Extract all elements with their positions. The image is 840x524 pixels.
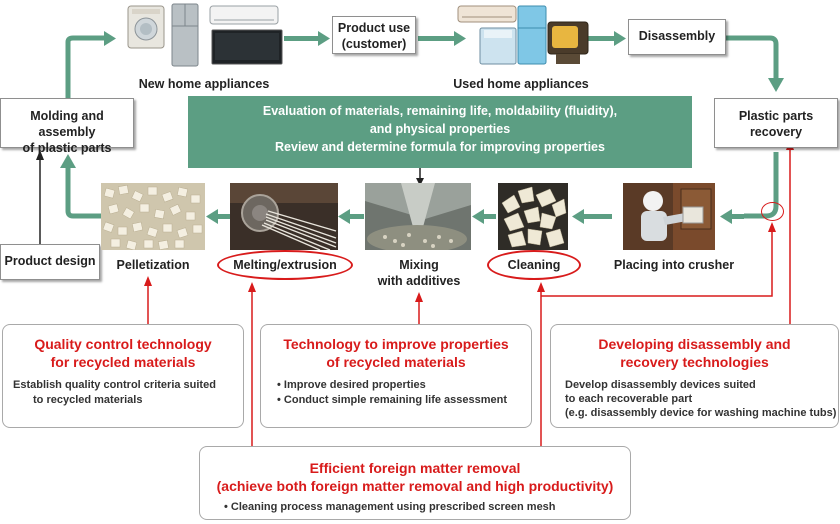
crusher-label: Placing into crusher: [613, 258, 735, 272]
arrow-design-to-molding: [36, 150, 44, 160]
banner-line1: Evaluation of materials, remaining life,…: [262, 104, 618, 118]
mixing-label-line1: Mixing: [399, 258, 439, 272]
quality-title-line1: Quality control technology: [34, 336, 212, 352]
foreign-matter-panel: Efficient foreign matter removal (achiev…: [199, 446, 631, 520]
cleaning-label: Cleaning: [507, 258, 561, 272]
arrow-to-disassembly: [614, 31, 626, 46]
product-use-line2: (customer): [341, 37, 407, 51]
product-use-line1: Product use: [337, 21, 411, 35]
disassembly-tech-title-line2: recovery technologies: [620, 354, 769, 370]
arrow-banner-to-mixing: [416, 178, 424, 186]
disassembly-tech-panel: Developing disassembly and recovery tech…: [550, 324, 839, 428]
red-arrow-mixing: [415, 292, 423, 302]
mixing-photo: [365, 183, 471, 250]
arrow-to-pellet: [206, 209, 218, 224]
arrow-to-used: [454, 31, 466, 46]
product-use-box[interactable]: Product use (customer): [332, 16, 416, 54]
red-lines: [144, 140, 794, 446]
quality-body-line2: to recycled materials: [33, 394, 143, 406]
arrow-to-molding: [60, 154, 76, 168]
red-arrow-pelletization: [144, 276, 152, 286]
used-appliances-illustration: [452, 2, 592, 68]
red-arrow-crusher-input: [768, 222, 776, 232]
arrow-to-melting: [338, 209, 350, 224]
recovery-line2: recovery: [749, 125, 803, 139]
crusher-input-highlight: [761, 202, 784, 221]
properties-title-line2: of recycled materials: [326, 354, 466, 370]
melting-label: Melting/extrusion: [233, 258, 337, 272]
properties-bullet-2: • Conduct simple remaining life assessme…: [277, 394, 508, 406]
product-design-label: Product design: [4, 254, 96, 268]
foreign-bullet-1: • Cleaning process management using pres…: [224, 501, 556, 513]
new-appliances-illustration: [124, 2, 284, 68]
arrow-to-new: [104, 31, 116, 46]
black-arrows: [36, 150, 424, 244]
cleaning-photo: [498, 183, 568, 250]
new-appliances-label: New home appliances: [138, 77, 270, 91]
product-design-box[interactable]: Product design: [0, 244, 100, 280]
arrow-to-recovery: [768, 78, 784, 92]
banner-line3: Review and determine formula for improvi…: [275, 140, 605, 154]
red-arrow-cleaning: [537, 282, 545, 292]
disassembly-tech-title-line1: Developing disassembly and: [598, 336, 791, 352]
recovery-box[interactable]: Plastic parts recovery: [714, 98, 838, 148]
arrow-to-cleaning: [572, 209, 584, 224]
crusher-photo: [623, 183, 715, 250]
red-arrow-melting: [248, 282, 256, 292]
arrow-to-crusher: [720, 209, 732, 224]
disassembly-box[interactable]: Disassembly: [628, 19, 726, 55]
disassembly-label: Disassembly: [638, 29, 716, 43]
pellets-photo: [101, 183, 205, 250]
arrow-to-product-use: [318, 31, 330, 46]
properties-title-line1: Technology to improve properties: [283, 336, 509, 352]
extrusion-photo: [230, 183, 338, 250]
disassembly-tech-body-line1: Develop disassembly devices suited: [565, 379, 756, 391]
foreign-title-line2: (achieve both foreign matter removal and…: [216, 478, 614, 494]
molding-line2: of plastic parts: [22, 141, 112, 155]
mixing-label-line2: with additives: [377, 274, 461, 288]
disassembly-tech-body-line3: (e.g. disassembly device for washing mac…: [565, 407, 837, 419]
melting-highlight: [217, 250, 353, 280]
used-appliances-label: Used home appliances: [453, 77, 589, 91]
recovery-line1: Plastic parts: [738, 109, 814, 123]
quality-title-line2: for recycled materials: [50, 354, 196, 370]
banner-line2: and physical properties: [369, 122, 511, 136]
arrow-to-mixing: [472, 209, 484, 224]
cleaning-highlight: [487, 250, 581, 280]
properties-bullet-1: • Improve desired properties: [277, 379, 426, 391]
foreign-title-line1: Efficient foreign matter removal: [309, 460, 521, 476]
properties-panel: Technology to improve properties of recy…: [260, 324, 532, 428]
quality-control-panel: Quality control technology for recycled …: [2, 324, 244, 428]
quality-body-line1: Establish quality control criteria suite…: [13, 379, 216, 391]
molding-box[interactable]: Molding and assembly of plastic parts: [0, 98, 134, 155]
molding-line1: Molding and assembly: [30, 109, 104, 139]
disassembly-tech-body-line2: to each recoverable part: [565, 393, 693, 405]
pelletization-label: Pelletization: [116, 258, 190, 272]
evaluation-banner: Evaluation of materials, remaining life,…: [188, 96, 692, 168]
